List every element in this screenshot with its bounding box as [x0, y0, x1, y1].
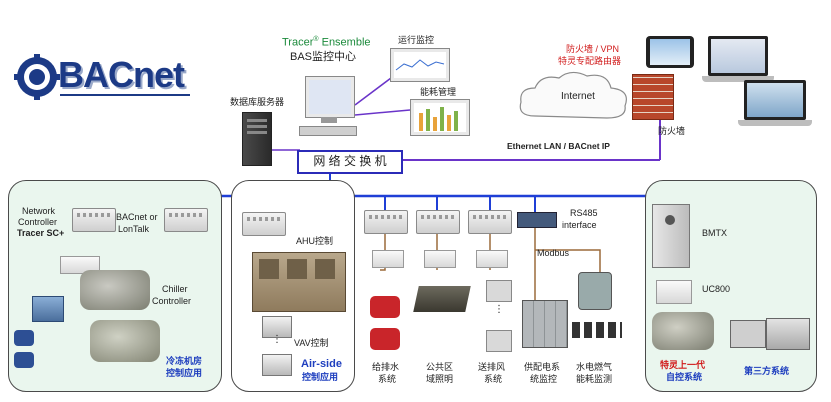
air-side-controller	[242, 212, 286, 236]
fan-caption-2: 系统	[484, 374, 503, 384]
center-brand: Tracer® Ensemble	[282, 36, 371, 49]
meter-sensors-icon	[572, 322, 622, 338]
power-caption-1: 供配电系	[524, 362, 561, 372]
pump-icon-1	[14, 330, 34, 346]
meter-caption-1: 水电燃气	[576, 362, 613, 372]
fan-icon-2	[486, 330, 512, 352]
lighting-area-icon	[413, 286, 471, 312]
fan-icon-1	[486, 280, 512, 302]
bas-workstation	[299, 76, 357, 138]
vav-ellipsis: ⋮	[272, 334, 282, 345]
power-cabinet-icon	[522, 300, 568, 348]
chiller-plant-caption-1: 冷冻机房	[166, 356, 203, 366]
meter-caption-2: 能耗监测	[576, 374, 613, 384]
lighting-caption-1: 公共区	[426, 362, 454, 372]
run-monitor-screen	[390, 48, 450, 82]
lighting-controller	[416, 210, 460, 234]
fan-ellipsis: ⋮	[494, 304, 504, 315]
bacnet-lontalk-label-1: BACnet or	[116, 212, 158, 222]
chiller-io-module	[60, 256, 100, 274]
legacy-chiller-icon	[652, 312, 714, 350]
db-server-icon	[242, 112, 272, 166]
third-party-device-icon	[766, 318, 810, 350]
energy-mgmt-label: 能耗管理	[420, 87, 457, 97]
water-io-module	[372, 250, 404, 268]
third-party-caption: 第三方系统	[744, 366, 790, 376]
bmtx-cabinet-icon	[652, 204, 690, 268]
fan-io-module	[476, 250, 508, 268]
firewall-vpn-label-2: 特灵专配路由器	[558, 56, 622, 66]
run-monitor-label: 运行监控	[398, 35, 435, 45]
bacnet-controller	[164, 208, 208, 232]
water-system-controller	[364, 210, 408, 234]
bacnet-lontalk-label-2: LonTalk	[118, 224, 150, 234]
fan-system-controller	[468, 210, 512, 234]
water-pump-icon-2	[370, 328, 400, 350]
chiller-controller-label-2: Controller	[152, 296, 192, 306]
water-caption-2: 系统	[378, 374, 397, 384]
chiller-plant-caption-2: 控制应用	[166, 368, 203, 378]
water-caption-1: 给排水	[372, 362, 400, 372]
energy-mgmt-screen	[410, 99, 470, 136]
air-side-caption-2: 控制应用	[302, 372, 339, 382]
center-title: BAS监控中心	[290, 51, 357, 63]
network-controller-label-2: Controller	[18, 217, 58, 227]
laptop-icon-1	[702, 36, 774, 86]
network-controller-label-1: Network	[22, 206, 56, 216]
ethernet-lan-label: Ethernet LAN / BACnet IP	[507, 141, 610, 151]
water-pump-icon-1	[370, 296, 400, 318]
bacnet-logo: BACnet	[14, 52, 190, 104]
third-party-panel-icon	[730, 320, 766, 348]
network-switch: 网 络 交 换 机	[297, 150, 403, 174]
vav-box-2	[262, 354, 292, 376]
chiller-unit-1	[80, 270, 150, 310]
cooling-tower-icon	[32, 296, 64, 322]
network-controller-label-3: Tracer SC+	[17, 228, 65, 238]
tablet-icon	[646, 36, 694, 68]
energy-meter-icon	[578, 272, 612, 310]
rs485-label-1: RS485	[570, 208, 598, 218]
trane-legacy-caption-1: 特灵上一代	[660, 360, 706, 370]
trane-legacy-caption-2: 自控系统	[666, 372, 703, 382]
air-side-caption-1: Air-side	[301, 358, 342, 370]
bacnet-gear-icon	[14, 54, 60, 100]
internet-cloud-icon	[519, 71, 627, 119]
power-caption-2: 统监控	[530, 374, 558, 384]
fan-caption-1: 送排风	[478, 362, 506, 372]
vav-box-1	[262, 316, 292, 338]
firewall-label: 防火墙	[658, 126, 686, 136]
bmtx-label: BMTX	[702, 228, 728, 238]
ahu-label: AHU控制	[296, 236, 334, 246]
firewall-vpn-label-1: 防火墙 / VPN	[566, 44, 620, 54]
pump-icon-2	[14, 352, 34, 368]
uc800-label: UC800	[702, 284, 731, 294]
tracer-sc-controller	[72, 208, 116, 232]
chiller-unit-2	[90, 320, 160, 362]
db-server-label: 数据库服务器	[230, 97, 285, 107]
rs485-label-2: interface	[562, 220, 597, 230]
modbus-label: Modbus	[537, 248, 570, 258]
logo-text: BACnet	[58, 54, 185, 95]
chiller-controller-label-1: Chiller	[162, 284, 188, 294]
lighting-caption-2: 域照明	[426, 374, 454, 384]
laptop-icon-2	[738, 80, 812, 128]
internet-label: Internet	[561, 91, 595, 102]
rs485-interface-icon	[517, 212, 557, 228]
uc800-module	[656, 280, 692, 304]
firewall-icon	[632, 74, 674, 120]
lighting-io-module	[424, 250, 456, 268]
ahu-unit-icon	[252, 252, 346, 312]
vav-label: VAV控制	[294, 338, 329, 348]
